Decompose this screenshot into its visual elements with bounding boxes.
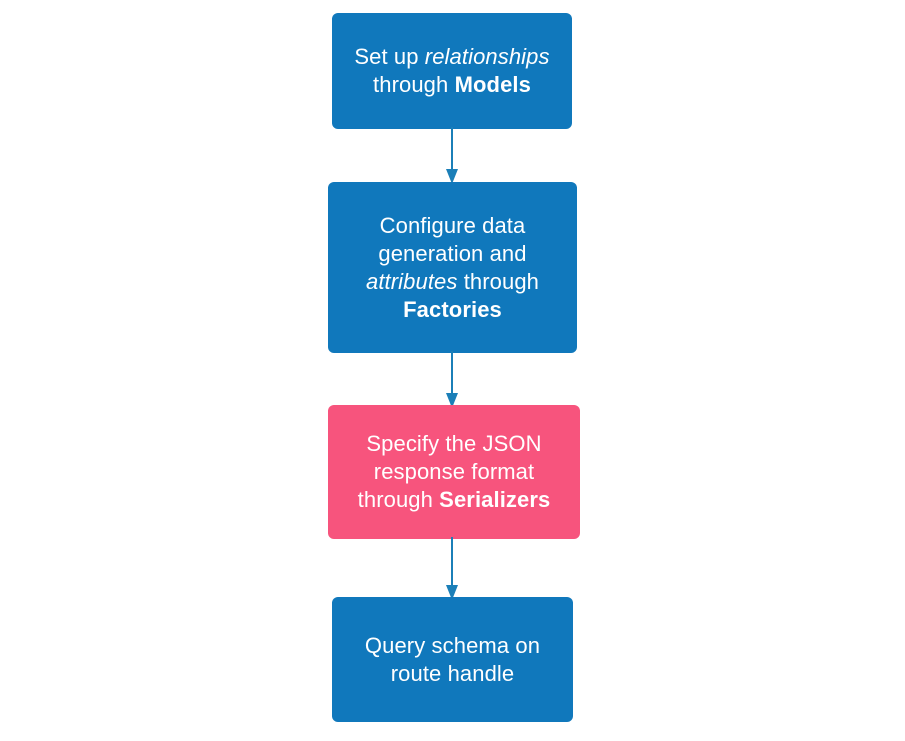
arrowhead-down-icon bbox=[446, 585, 458, 600]
flow-edge-serializers-to-query bbox=[446, 537, 458, 600]
flow-edge-models-to-factories bbox=[446, 127, 458, 184]
flow-edge-factories-to-serializers bbox=[446, 351, 458, 408]
arrowhead-down-icon bbox=[446, 393, 458, 408]
arrowhead-down-icon bbox=[446, 169, 458, 184]
